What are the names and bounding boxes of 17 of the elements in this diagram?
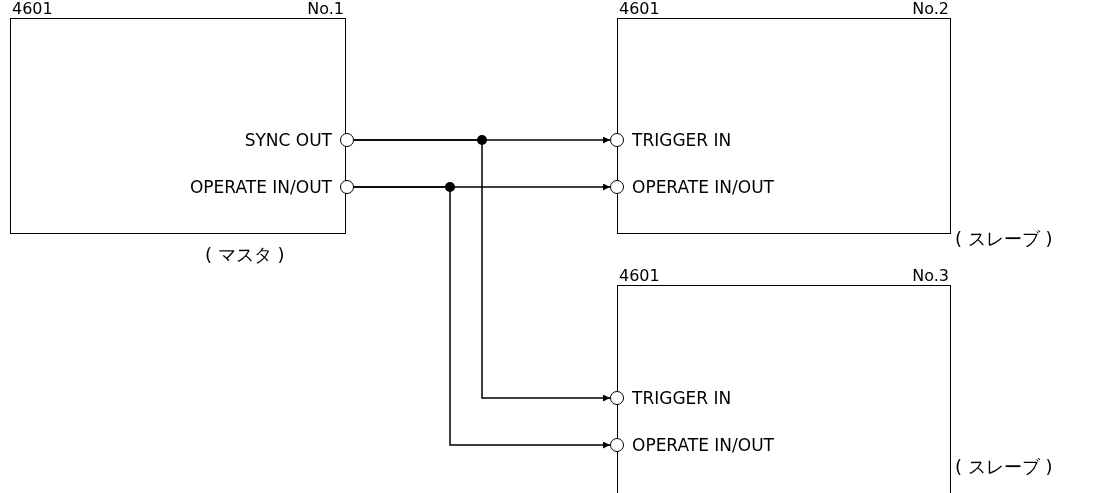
device-heading: No.2	[912, 0, 949, 18]
device-heading: No.3	[912, 267, 949, 285]
port-label: OPERATE IN/OUT	[632, 436, 774, 454]
port-label: TRIGGER IN	[632, 131, 732, 149]
device-heading: No.1	[307, 0, 344, 18]
device-heading: 4601	[619, 267, 660, 285]
device-heading: 4601	[619, 0, 660, 18]
device-heading: 4601	[12, 0, 53, 18]
port-label: TRIGGER IN	[632, 389, 732, 407]
role-caption: ( スレーブ )	[955, 458, 1053, 476]
role-caption: ( スレーブ )	[955, 230, 1053, 248]
port-label: SYNC OUT	[244, 131, 332, 149]
connector-arrow	[353, 186, 611, 449]
port-label: OPERATE IN/OUT	[632, 178, 774, 196]
connector-arrow	[353, 139, 611, 402]
role-caption: ( マスタ )	[205, 246, 285, 264]
port-label: OPERATE IN/OUT	[190, 178, 332, 196]
